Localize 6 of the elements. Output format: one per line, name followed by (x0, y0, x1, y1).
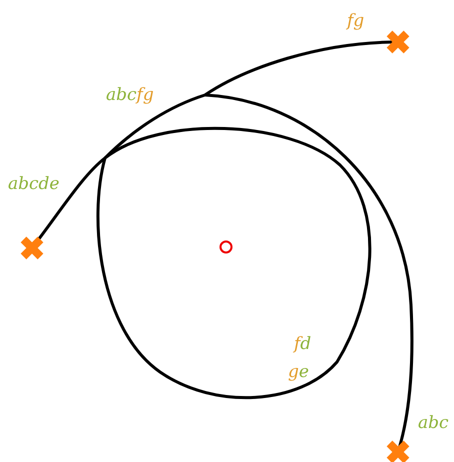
curve-label: abcfg (106, 85, 154, 105)
curve-label: fd (294, 334, 312, 354)
curve-label: ge (288, 362, 309, 382)
curve-label: abcde (8, 174, 60, 194)
curve-label: abc (418, 413, 449, 433)
curve-label: fg (347, 11, 364, 31)
